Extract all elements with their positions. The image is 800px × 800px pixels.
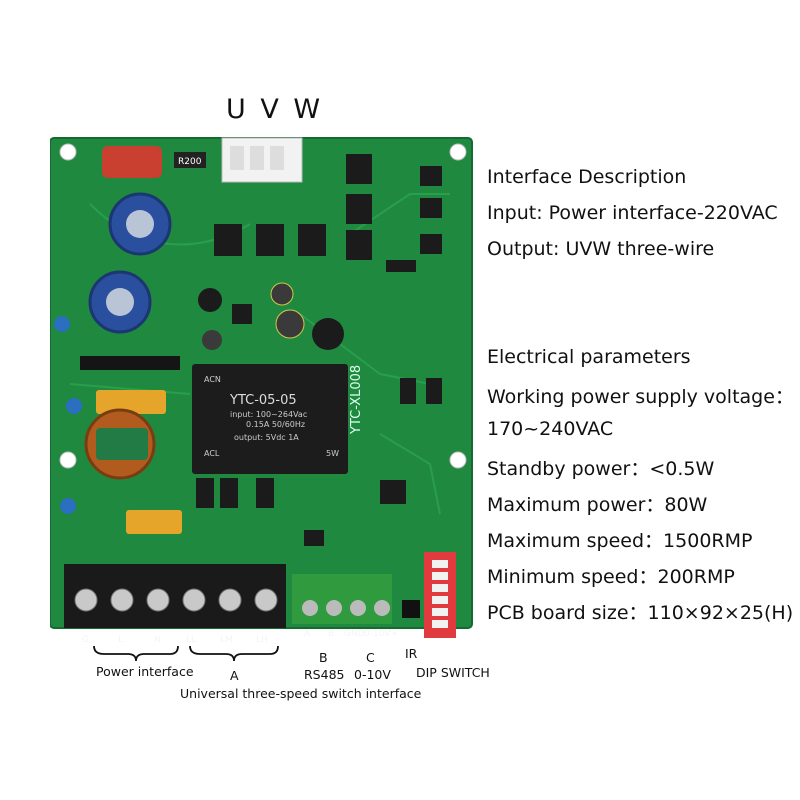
y-capacitor bbox=[54, 316, 70, 332]
x-capacitor bbox=[126, 510, 182, 534]
board-model-text: YTC-XL008 bbox=[349, 365, 364, 435]
label-0-10v: 0-10V bbox=[354, 667, 391, 682]
mounting-hole bbox=[59, 451, 77, 469]
svg-text:GND: GND bbox=[344, 629, 365, 639]
ic-chip bbox=[420, 198, 442, 218]
svg-text:L: L bbox=[118, 635, 123, 645]
svg-text:R200: R200 bbox=[178, 157, 202, 167]
heatsink-bar bbox=[80, 356, 180, 370]
svg-text:N: N bbox=[154, 635, 161, 645]
mosfet bbox=[298, 224, 326, 256]
ic-chip bbox=[420, 166, 442, 186]
label-ir: IR bbox=[405, 646, 418, 661]
y-capacitor bbox=[66, 398, 82, 414]
mounting-hole bbox=[449, 451, 467, 469]
svg-text:LL: LL bbox=[186, 635, 196, 645]
supply-voltage-label: Working power supply voltage： bbox=[487, 386, 794, 408]
label-rs485: RS485 bbox=[304, 667, 345, 682]
relay bbox=[256, 478, 274, 508]
svg-text:ACL: ACL bbox=[204, 449, 220, 458]
mcu-chip bbox=[380, 480, 406, 504]
output-desc: Output: UVW three-wire bbox=[487, 238, 715, 260]
small-capacitor bbox=[275, 309, 305, 339]
ic-chip bbox=[400, 378, 416, 404]
terminal-block-black bbox=[64, 564, 286, 628]
label-a: A bbox=[230, 668, 239, 683]
mosfet bbox=[346, 230, 372, 260]
svg-text:ACN: ACN bbox=[204, 375, 221, 384]
svg-text:A: A bbox=[304, 629, 311, 639]
min-speed: Minimum speed：200RMP bbox=[487, 566, 735, 588]
pcb-board-image: R200 ACN YTC-05-05 input: 100~264Vac 0.1… bbox=[50, 137, 473, 645]
svg-text:YTC-05-05: YTC-05-05 bbox=[229, 393, 297, 408]
max-speed: Maximum speed：1500RMP bbox=[487, 530, 753, 552]
ic-chip bbox=[426, 378, 442, 404]
switch-interface-brace bbox=[189, 645, 279, 662]
svg-text:B: B bbox=[328, 629, 334, 639]
relay bbox=[220, 478, 238, 508]
svg-text:output: 5Vdc 1A: output: 5Vdc 1A bbox=[234, 433, 299, 442]
small-capacitor bbox=[202, 330, 222, 350]
x-capacitor bbox=[96, 390, 166, 414]
svg-text:0-10V+: 0-10V+ bbox=[364, 629, 398, 639]
ir-receiver bbox=[402, 600, 420, 618]
y-capacitor bbox=[60, 498, 76, 514]
max-power: Maximum power：80W bbox=[487, 494, 708, 516]
mosfet bbox=[214, 224, 242, 256]
standby-power: Standby power：<0.5W bbox=[487, 458, 715, 480]
label-b: B bbox=[319, 650, 328, 665]
ic-chip bbox=[232, 304, 252, 324]
resistor-r200 bbox=[174, 152, 206, 168]
small-capacitor bbox=[312, 318, 344, 350]
svg-text:5W: 5W bbox=[326, 449, 339, 458]
svg-text:G: G bbox=[82, 635, 89, 645]
label-universal-switch: Universal three-speed switch interface bbox=[180, 686, 422, 701]
electrical-params-title: Electrical parameters bbox=[487, 346, 691, 368]
power-module bbox=[192, 364, 348, 474]
label-dip-switch: DIP SWITCH bbox=[416, 665, 490, 680]
mounting-hole bbox=[59, 143, 77, 161]
terminal-screws bbox=[74, 588, 278, 612]
svg-text:0.15A 50/60Hz: 0.15A 50/60Hz bbox=[246, 420, 305, 429]
ic-chip bbox=[304, 530, 324, 546]
svg-text:input: 100~264Vac: input: 100~264Vac bbox=[230, 410, 307, 419]
small-capacitor bbox=[198, 288, 222, 312]
small-capacitor bbox=[270, 282, 294, 306]
uvw-title: U V W bbox=[226, 94, 324, 125]
label-c: C bbox=[366, 650, 375, 665]
supply-voltage-value: 170~240VAC bbox=[487, 418, 614, 440]
interface-description-title: Interface Description bbox=[487, 166, 687, 188]
svg-text:LM: LM bbox=[220, 635, 233, 645]
mosfet bbox=[256, 224, 284, 256]
svg-text:LH: LH bbox=[256, 635, 268, 645]
pcb-size: PCB board size：110×92×25(H) bbox=[487, 602, 794, 624]
label-power-interface: Power interface bbox=[96, 664, 194, 679]
ic-chip bbox=[386, 260, 416, 272]
relay bbox=[196, 478, 214, 508]
ic-chip bbox=[420, 234, 442, 254]
mosfet bbox=[346, 194, 372, 224]
input-desc: Input: Power interface-220VAC bbox=[487, 202, 778, 224]
mosfet bbox=[346, 154, 372, 184]
power-interface-brace bbox=[93, 645, 179, 662]
film-capacitor-red bbox=[102, 146, 162, 178]
mounting-hole bbox=[449, 143, 467, 161]
